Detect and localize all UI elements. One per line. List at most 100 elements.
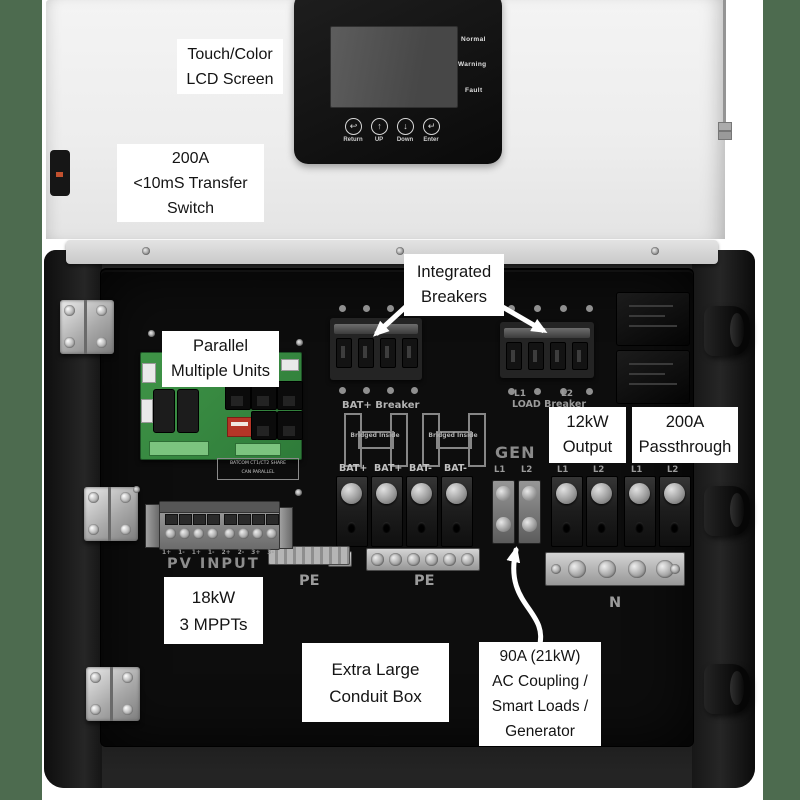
load-term-label: L2 xyxy=(593,465,605,475)
bat-terminal xyxy=(336,476,368,547)
load-terminal xyxy=(624,476,656,547)
down-button-label: Down xyxy=(396,137,414,143)
led-label-fault: Fault xyxy=(465,87,483,94)
screw xyxy=(396,247,404,255)
neutral-busbar xyxy=(545,552,685,586)
return-button-icon: ↩ xyxy=(345,118,362,135)
pcb-terminal-strip xyxy=(235,443,281,456)
breaker-toggle xyxy=(550,342,566,370)
mounting-flange xyxy=(66,240,718,264)
bridge-symbol xyxy=(436,431,472,449)
screw xyxy=(148,330,155,337)
gen-term-label: L2 xyxy=(521,465,533,475)
din-rail-end xyxy=(145,504,160,548)
left-green-band xyxy=(0,0,42,800)
antenna-connector xyxy=(718,122,732,131)
latch xyxy=(704,486,750,536)
up-button-icon: ↑ xyxy=(371,118,388,135)
gen-print: GEN xyxy=(495,443,536,462)
screw xyxy=(296,339,303,346)
breaker-toggle xyxy=(358,338,374,368)
breaker-bar xyxy=(334,324,418,334)
bridge-symbol xyxy=(344,413,362,467)
bridge-symbol xyxy=(422,413,440,467)
pcb-relay xyxy=(153,389,175,433)
din-rail-end xyxy=(279,507,293,549)
breaker-toggle xyxy=(528,342,544,370)
hinge xyxy=(86,667,140,721)
pcb-relay xyxy=(177,389,199,433)
up-button-label: UP xyxy=(374,137,384,143)
breaker-toggle xyxy=(336,338,352,368)
load-breaker-print: LOAD Breaker xyxy=(512,399,587,410)
ethernet-port xyxy=(277,411,303,440)
bat-term-label: BAT+ xyxy=(339,463,368,474)
bat-term-label: BAT+ xyxy=(374,463,403,474)
load-term-label: L1 xyxy=(631,465,643,475)
dip-switch xyxy=(227,417,253,437)
bridge-symbol xyxy=(468,413,486,467)
latch xyxy=(704,306,750,356)
pcb-connector xyxy=(141,399,153,423)
comm-label-plate: BATCOM CT1/CT2 SHARE CAN PARALLEL xyxy=(217,458,299,480)
breaker-toggle xyxy=(380,338,396,368)
led-label-warning: Warning xyxy=(458,61,487,68)
gen-term-label: L1 xyxy=(494,465,506,475)
bat-terminal xyxy=(441,476,473,547)
enter-button-label: Enter xyxy=(423,137,439,143)
enter-button-icon: ↵ xyxy=(423,118,440,135)
passthrough-relay xyxy=(616,292,690,346)
bat-term-label: BAT- xyxy=(409,463,432,474)
load-terminal xyxy=(551,476,583,547)
bat-term-label: BAT- xyxy=(444,463,467,474)
screw xyxy=(295,489,302,496)
down-button-icon: ↓ xyxy=(397,118,414,135)
comm-plate-row: CAN PARALLEL xyxy=(241,470,275,475)
bat-terminal xyxy=(371,476,403,547)
breaker-toggle xyxy=(506,342,522,370)
pcb-connector xyxy=(142,363,156,383)
screw xyxy=(142,247,150,255)
ground-bar xyxy=(268,546,350,565)
load-terminal xyxy=(659,476,691,547)
load-terminal xyxy=(586,476,618,547)
pcb-connector xyxy=(281,359,299,371)
comm-plate-row: BATCOM CT1/CT2 SHARE xyxy=(229,461,287,466)
bridge-symbol xyxy=(390,413,408,467)
bridged-inside-print: Bridged Inside xyxy=(350,432,400,439)
passthrough-relay xyxy=(616,350,690,404)
load-l2-print: L2 xyxy=(561,389,573,399)
pe-busbar xyxy=(366,548,480,571)
load-term-label: L2 xyxy=(667,465,679,475)
gen-terminal xyxy=(492,480,515,544)
pv-input-print: PV INPUT xyxy=(167,556,260,572)
ethernet-port xyxy=(251,411,277,440)
screw xyxy=(651,247,659,255)
ethernet-port xyxy=(277,381,303,410)
bridge-symbol xyxy=(358,431,394,449)
antenna-connector xyxy=(718,131,732,140)
load-l1-print: L1 xyxy=(514,389,526,399)
neutral-print: N xyxy=(609,595,622,611)
gen-terminal xyxy=(518,480,541,544)
right-green-band xyxy=(763,0,800,800)
side-switch-indicator xyxy=(56,172,63,177)
pv-term-labels: 1+1- 1+1- 2+2- 3+3- xyxy=(162,549,274,556)
pe-print-right: PE xyxy=(414,573,435,589)
breaker-bar xyxy=(504,328,590,338)
return-button-label: Return xyxy=(343,137,363,143)
hinge xyxy=(60,300,114,354)
pe-print-left: PE xyxy=(299,573,320,589)
breaker-toggle xyxy=(572,342,588,370)
bridged-inside-print: Bridged Inside xyxy=(428,432,478,439)
bat-terminal xyxy=(406,476,438,547)
latch xyxy=(704,664,750,714)
hinge xyxy=(84,487,138,541)
